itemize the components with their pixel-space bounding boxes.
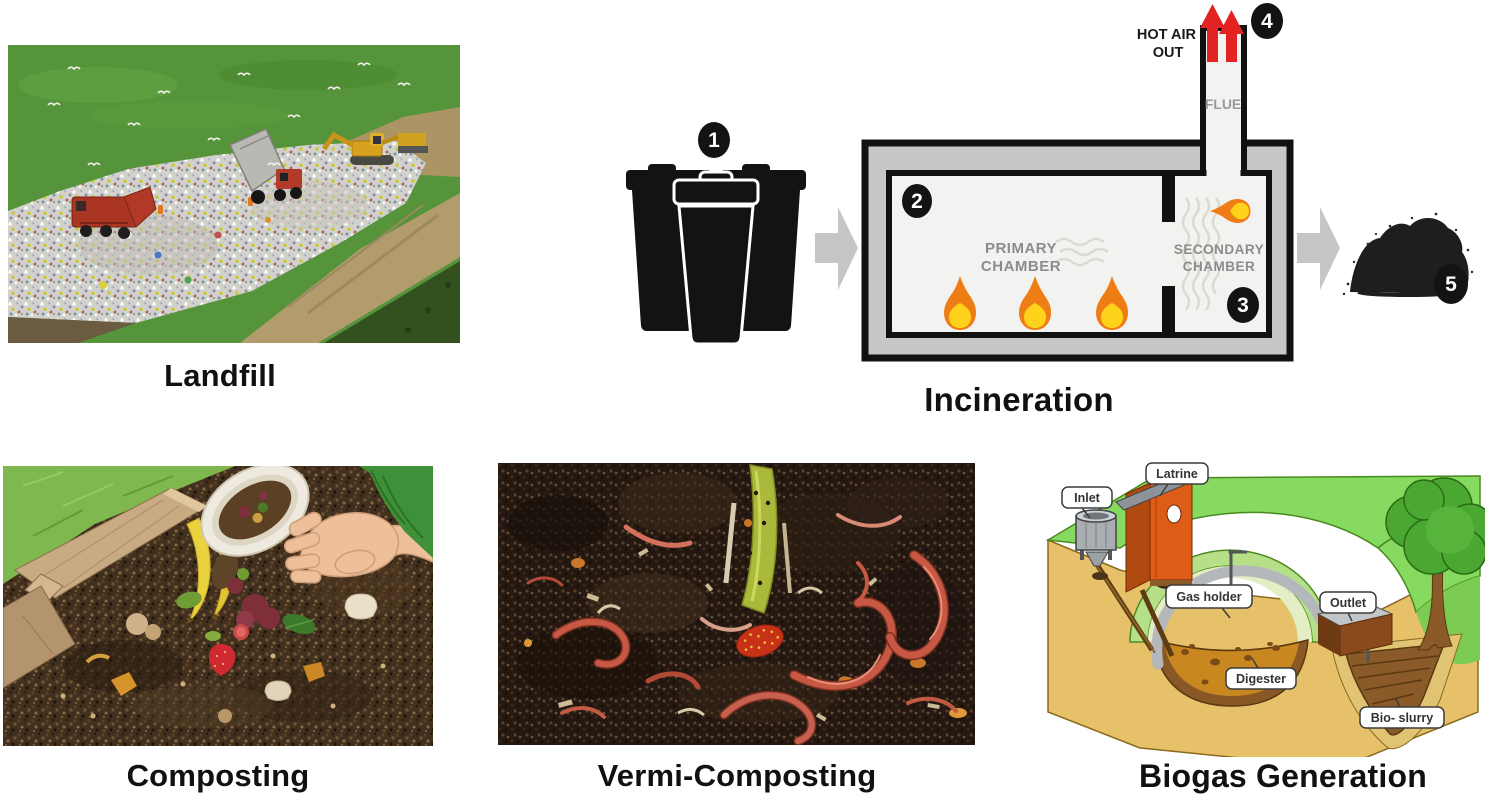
dump-truck (228, 128, 302, 204)
annotation-gas-holder: Gas holder (1165, 584, 1253, 619)
biogas-diagram: Inlet Latrine Gas holder Outlet Digester (1040, 462, 1485, 757)
svg-text:Inlet: Inlet (1074, 491, 1101, 505)
tree (1385, 477, 1485, 651)
step-marker-5: 5 (1434, 264, 1468, 304)
landfill-photo (8, 45, 460, 343)
svg-text:4: 4 (1261, 10, 1273, 33)
biogas-caption: Biogas Generation (1139, 758, 1427, 794)
svg-text:5: 5 (1445, 273, 1457, 296)
vermi-composting-caption: Vermi-Composting (597, 758, 877, 793)
birds (47, 62, 411, 167)
secondary-chamber-label-2: CHAMBER (1183, 259, 1256, 274)
incineration-caption: Incineration (924, 381, 1114, 418)
outlet-box (1316, 603, 1394, 662)
primary-chamber-label-1: PRIMARY (985, 240, 1057, 257)
svg-text:Outlet: Outlet (1330, 596, 1367, 610)
dirt-road (240, 193, 460, 343)
worker-figure (158, 205, 163, 214)
loader (381, 133, 428, 153)
inlet-tank (1075, 509, 1117, 580)
composting-photo (3, 466, 433, 746)
hot-air-arrows-icon (1200, 4, 1244, 62)
strawberry (736, 624, 784, 658)
step-marker-4: 4 (1251, 3, 1283, 39)
step-marker-2: 2 (902, 184, 932, 218)
annotation-outlet: Outlet (1319, 591, 1377, 622)
green-sleeve (359, 466, 433, 558)
flue-label: FLUE (1205, 96, 1242, 112)
svg-text:1: 1 (708, 129, 720, 152)
celery-stalk (723, 464, 792, 614)
chamber-partition (1162, 286, 1175, 335)
svg-text:Digester: Digester (1236, 672, 1286, 686)
garbage-truck (71, 186, 157, 239)
vegetation (324, 261, 460, 343)
pouring-bowl (200, 466, 310, 594)
smoke-waves-vertical (1181, 197, 1221, 311)
annotation-bio-slurry: Bio- slurry (1359, 698, 1445, 729)
step-marker-1: 1 (698, 122, 730, 158)
vermi-composting-photo (498, 463, 975, 745)
lawn-grass (3, 466, 235, 584)
svg-text:Bio- slurry: Bio- slurry (1371, 711, 1434, 725)
svg-text:2: 2 (911, 190, 923, 213)
secondary-chamber-label-1: SECONDARY (1174, 242, 1264, 257)
hot-air-label-2: OUT (1153, 45, 1184, 61)
debris-bits (524, 519, 967, 722)
latrine-structure (1115, 467, 1207, 593)
svg-text:Latrine: Latrine (1156, 467, 1198, 481)
incineration-diagram: 1 HOT AIR OUT (600, 0, 1489, 365)
primary-chamber-label-2: CHAMBER (981, 258, 1061, 275)
earthworms (526, 513, 958, 745)
wooden-bin (3, 487, 209, 689)
smoke-waves (1055, 237, 1109, 267)
svg-text:3: 3 (1237, 294, 1249, 317)
svg-text:Gas holder: Gas holder (1176, 590, 1241, 604)
hot-air-label-1: HOT AIR (1137, 27, 1197, 43)
step-marker-3: 3 (1227, 287, 1259, 323)
flow-arrow (815, 207, 858, 290)
annotation-latrine: Latrine (1145, 462, 1209, 497)
annotation-inlet: Inlet (1061, 486, 1113, 519)
flow-arrow (1297, 207, 1340, 290)
hand (283, 511, 433, 584)
excavator (321, 131, 394, 165)
chamber-partition (1162, 173, 1175, 222)
annotation-digester: Digester (1225, 657, 1297, 690)
landfill-caption: Landfill (164, 358, 276, 393)
waste-bins-icon (626, 164, 806, 346)
composting-caption: Composting (126, 758, 310, 793)
latrine-pipe (1139, 588, 1175, 658)
